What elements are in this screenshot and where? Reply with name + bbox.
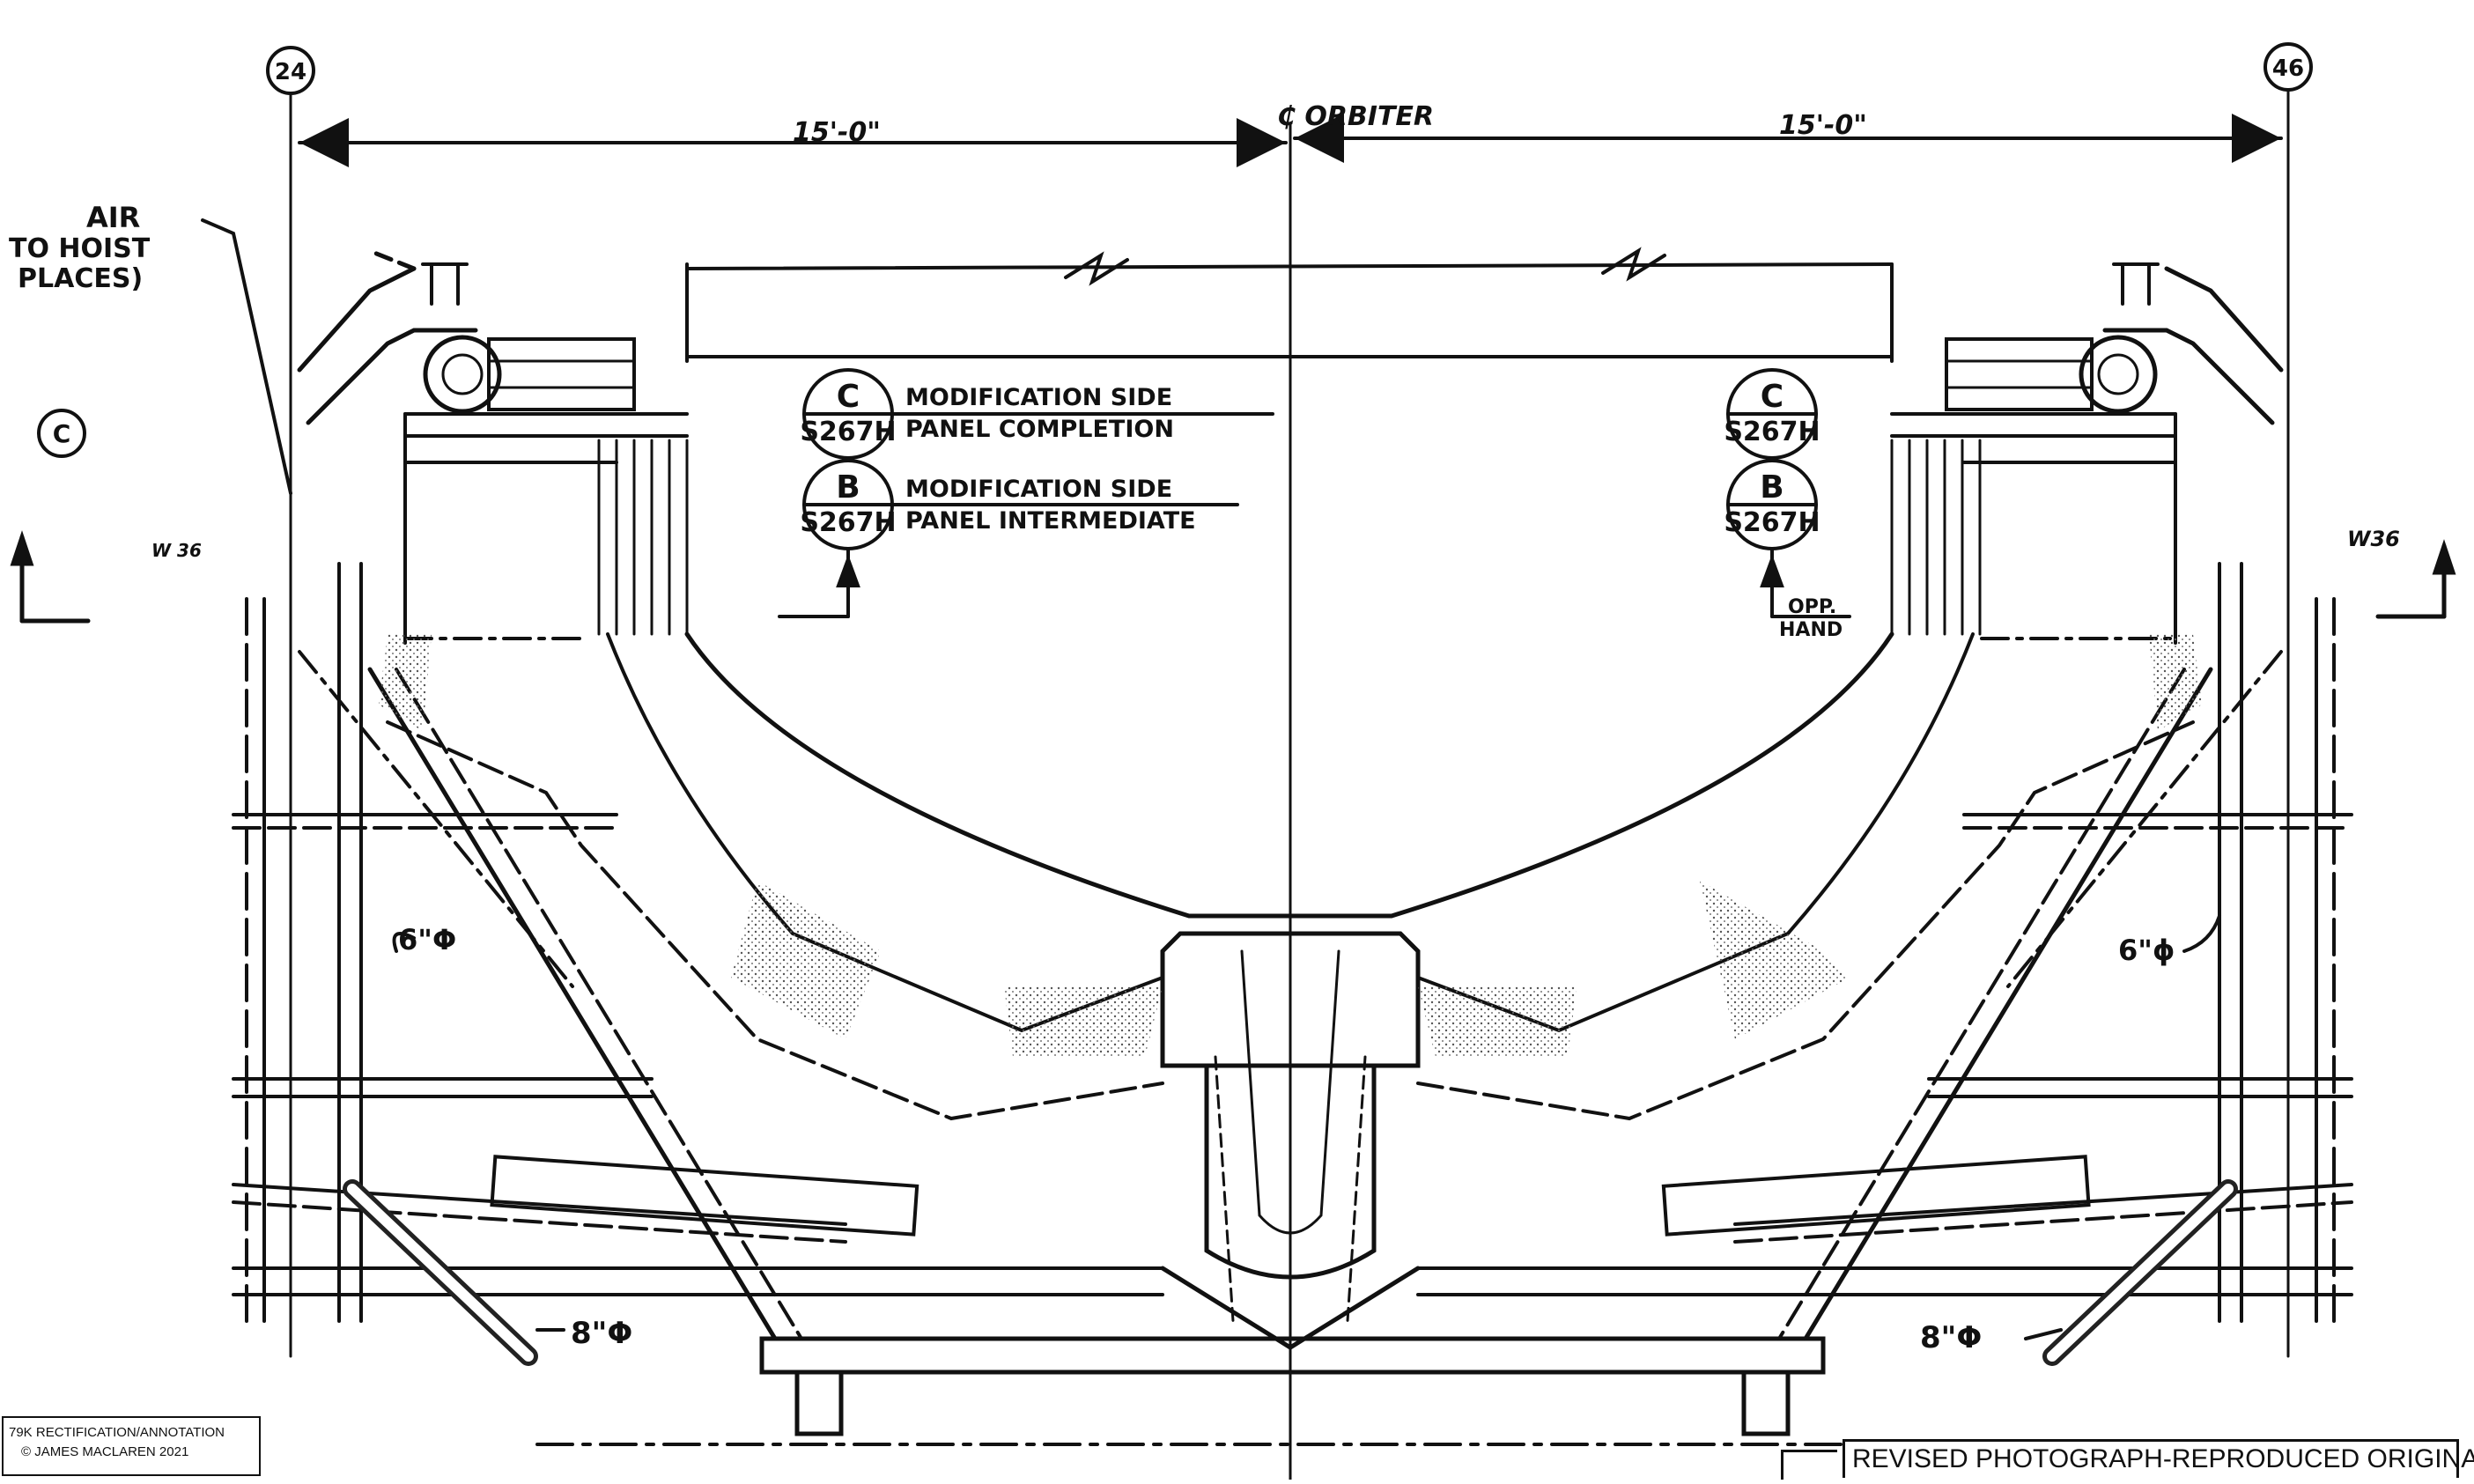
stamp-corner-mark bbox=[1781, 1450, 1837, 1480]
pipe-label-right-small: 6"ϕ bbox=[2118, 934, 2175, 967]
left-column-structure bbox=[232, 562, 1164, 1366]
credit-line2: © JAMES MACLAREN 2021 bbox=[21, 1444, 189, 1459]
opp-hand-line2: HAND bbox=[1779, 619, 1843, 641]
callout-b-right-ref: S267H bbox=[1724, 507, 1820, 538]
dimension-line bbox=[298, 114, 2283, 167]
callout-b-letter: B bbox=[836, 469, 860, 506]
center-keel-structure bbox=[1160, 931, 1421, 1350]
vertical-panel-right bbox=[1890, 439, 1982, 636]
callout-c-right-letter: C bbox=[1761, 379, 1783, 415]
grid-label-left: 24 bbox=[275, 59, 306, 85]
revision-stamp: REVISED PHOTOGRAPH-REPRODUCED ORIGINAL bbox=[1843, 1439, 2474, 1478]
stippled-seal-areas bbox=[379, 634, 2202, 1057]
vertical-panel-left bbox=[597, 439, 689, 636]
callout-bubble-c-left bbox=[802, 368, 1274, 460]
dimension-left-label: 15'-0" bbox=[793, 117, 881, 148]
air-note-line3: PLACES) bbox=[18, 263, 143, 294]
grid-label-right: 46 bbox=[2272, 55, 2304, 82]
callout-b-right-letter: B bbox=[1760, 469, 1783, 506]
callout-c-letter: C bbox=[837, 379, 860, 415]
grid-line-left bbox=[266, 46, 315, 1358]
break-dimension-line bbox=[685, 247, 1894, 363]
pipe-leader-left-small bbox=[392, 932, 416, 953]
callout-c-ref: S267H bbox=[800, 417, 896, 447]
right-column-structure bbox=[1416, 562, 2353, 1366]
callout-b-line1: MODIFICATION SIDE bbox=[905, 476, 1172, 503]
pipe-label-right-large: 8"Φ bbox=[1920, 1320, 1982, 1355]
air-note-line1: AIR bbox=[86, 201, 140, 234]
callout-c-line1: MODIFICATION SIDE bbox=[905, 384, 1172, 411]
credit-line1: 79K RECTIFICATION/ANNOTATION bbox=[9, 1425, 225, 1440]
grid-line-right bbox=[2264, 42, 2313, 1358]
air-note-leader bbox=[201, 218, 292, 495]
upper-platform-beams bbox=[403, 412, 2177, 645]
left-hoist-assembly bbox=[297, 248, 636, 425]
callout-b-ref: S267H bbox=[800, 507, 896, 538]
pipe-label-left-small: 6"Φ bbox=[398, 923, 456, 956]
callout-b-line2: PANEL INTERMEDIATE bbox=[905, 507, 1196, 535]
credit-box: 79K RECTIFICATION/ANNOTATION © JAMES MAC… bbox=[2, 1416, 261, 1476]
right-hoist-assembly bbox=[1945, 262, 2284, 425]
callout-bubble-b-left bbox=[778, 459, 1239, 618]
callout-bubble-b-right bbox=[1726, 459, 1851, 618]
callout-bubble-c-right bbox=[1726, 368, 1818, 460]
beam-label-left: W 36 bbox=[151, 540, 202, 561]
section-marker-c bbox=[37, 409, 86, 458]
pipe-leader-right-large bbox=[2024, 1328, 2063, 1340]
dimension-right-label: 15'-0" bbox=[1779, 110, 1867, 141]
section-cut-left bbox=[10, 530, 91, 624]
orbiter-fuselage-outline bbox=[684, 631, 1894, 919]
bottom-base-beam bbox=[535, 1336, 2256, 1446]
section-cut-right bbox=[2375, 539, 2456, 619]
beam-label-right: W36 bbox=[2347, 527, 2400, 551]
platform-inner-edge bbox=[386, 720, 2195, 1121]
air-note-line2: TO HOIST bbox=[9, 233, 151, 264]
callout-c-right-ref: S267H bbox=[1724, 417, 1820, 447]
pipe-leader-right-small bbox=[2182, 914, 2221, 953]
pipe-label-left-large: 8"Φ bbox=[571, 1316, 632, 1351]
opp-hand-line1: OPP. bbox=[1788, 596, 1836, 618]
centerline-label: ₵ ORBITER bbox=[1277, 101, 1434, 132]
section-marker-label: C bbox=[53, 419, 71, 448]
callout-c-line2: PANEL COMPLETION bbox=[905, 416, 1174, 443]
